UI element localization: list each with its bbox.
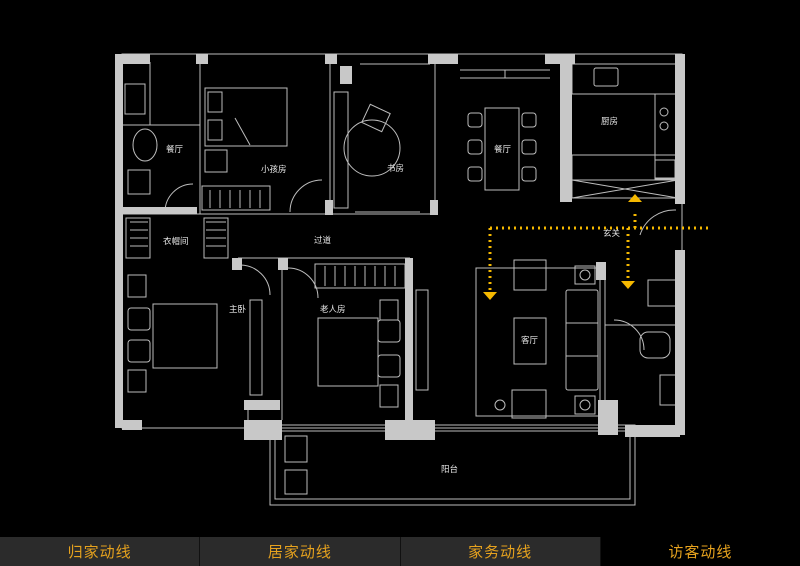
balcony-outline: [269, 424, 636, 506]
living-rug: [475, 267, 601, 417]
coffee-table: [513, 317, 547, 365]
label-dining-small: 餐厅: [166, 145, 184, 155]
dining-table: [484, 107, 520, 191]
tab-visitor-route[interactable]: 访客动线: [600, 537, 800, 566]
elder-bed: [317, 317, 379, 387]
route-arrows: [483, 194, 642, 300]
label-corridor: 过道: [314, 235, 332, 246]
tab-return-home-route[interactable]: 归家动线: [0, 537, 201, 566]
label-entry: 玄关: [603, 228, 621, 239]
label-dining: 餐厅: [494, 145, 512, 155]
label-closet: 衣帽间: [163, 236, 189, 247]
label-living: 客厅: [521, 335, 539, 346]
arrow-down-bath-icon: [621, 281, 635, 289]
master-bed: [152, 303, 218, 369]
visitor-route: [488, 212, 708, 290]
label-kitchen: 厨房: [601, 116, 618, 127]
study-round-table: [343, 119, 401, 177]
floor-plan: 餐厅 小孩房 书房 餐厅 厨房 衣帽间 过道 玄关 主卧 老人房 客厅 阳台: [115, 53, 708, 506]
kids-bed: [204, 87, 288, 147]
label-balcony: 阳台: [441, 464, 458, 475]
tab-living-route[interactable]: 居家动线: [200, 537, 401, 566]
arrow-up-kitchen-icon: [628, 194, 642, 202]
walls: [115, 54, 685, 440]
label-kids-room: 小孩房: [261, 164, 287, 175]
route-tabs: 归家动线 居家动线 家务动线 访客动线: [0, 537, 800, 566]
arrow-down-living-icon: [483, 292, 497, 300]
sofa: [565, 289, 599, 391]
label-elder-room: 老人房: [320, 304, 346, 315]
label-master: 主卧: [229, 304, 247, 315]
tab-housework-route[interactable]: 家务动线: [401, 537, 601, 566]
label-study: 书房: [387, 163, 404, 174]
